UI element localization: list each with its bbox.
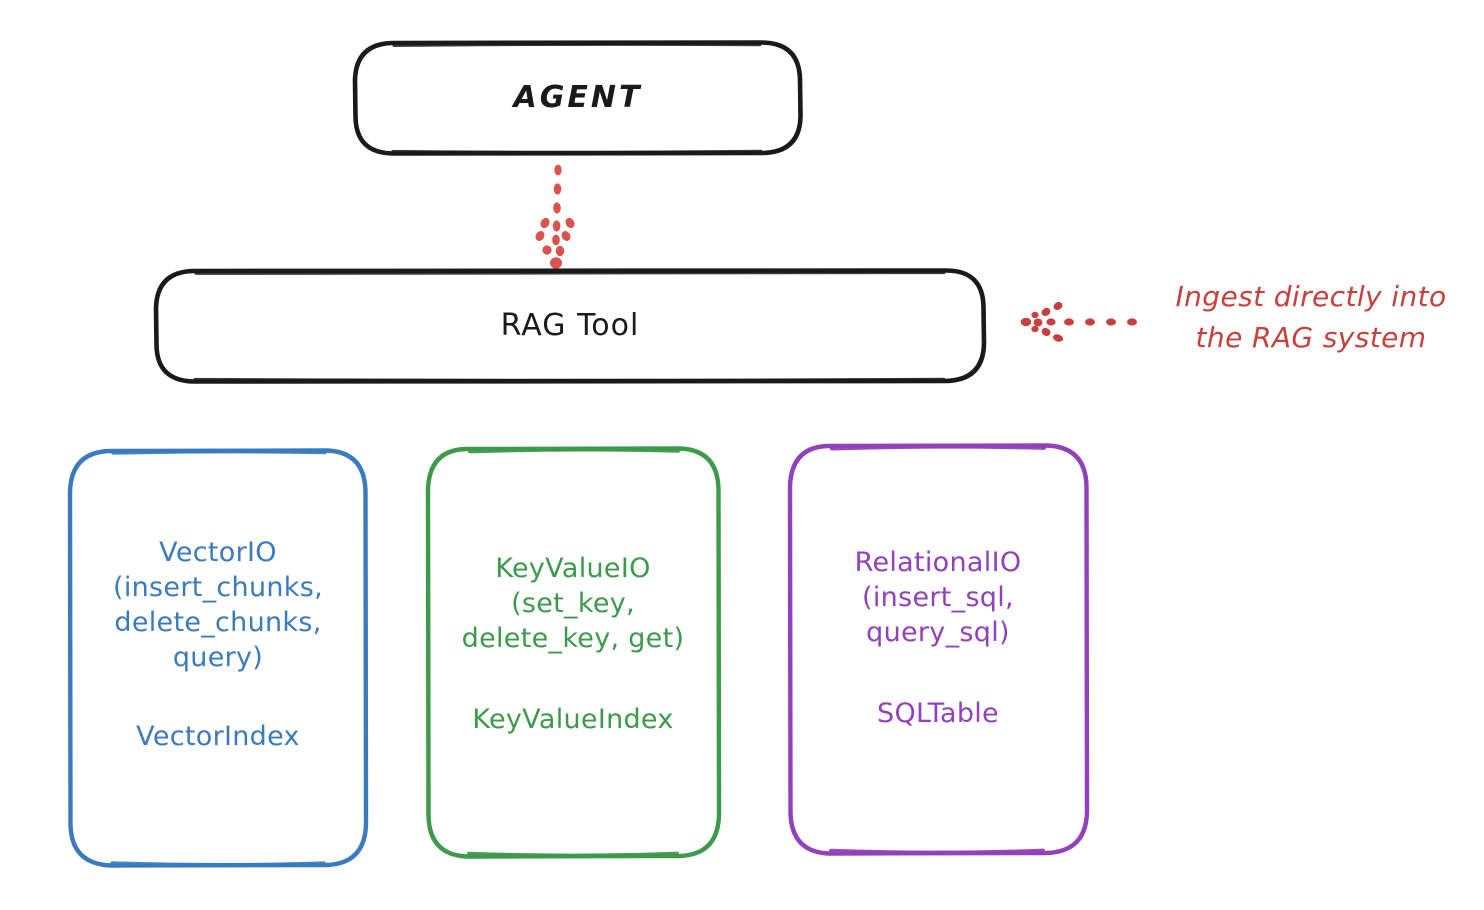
keyvalueio-box-outline (425, 446, 722, 859)
agent-box-outline (352, 40, 803, 156)
agent-label: AGENT (513, 79, 643, 115)
connector-ingest-to-rag-tool (1020, 301, 1137, 342)
rag-tool-box-outline (153, 268, 987, 384)
keyvalueio-index-label: KeyValueIndex (472, 704, 674, 736)
vectorio-api-label: VectorIO (insert_chunks, delete_chunks, … (113, 537, 323, 674)
node-rag-tool[interactable]: RAG Tool (156, 270, 984, 382)
relationalio-api-label: RelationalIO (insert_sql, query_sql) (854, 547, 1022, 649)
node-keyvalueio[interactable]: KeyValueIO (set_key, delete_key, get) Ke… (428, 448, 718, 856)
keyvalueio-api-label: KeyValueIO (set_key, delete_key, get) (461, 553, 685, 655)
node-vectorio[interactable]: VectorIO (insert_chunks, delete_chunks, … (70, 450, 366, 866)
node-agent[interactable]: AGENT (355, 42, 801, 154)
relationalio-index-label: SQLTable (877, 698, 999, 730)
relationalio-box-outline (787, 443, 1090, 856)
connector-agent-to-rag-tool (535, 164, 575, 269)
rag-tool-label: RAG Tool (500, 307, 640, 343)
vectorio-index-label: VectorIndex (136, 721, 300, 753)
ingest-annotation-label: Ingest directly into the RAG system (1175, 280, 1447, 354)
vectorio-box-outline (67, 448, 369, 868)
node-relationalio[interactable]: RelationalIO (insert_sql, query_sql) SQL… (790, 445, 1086, 853)
